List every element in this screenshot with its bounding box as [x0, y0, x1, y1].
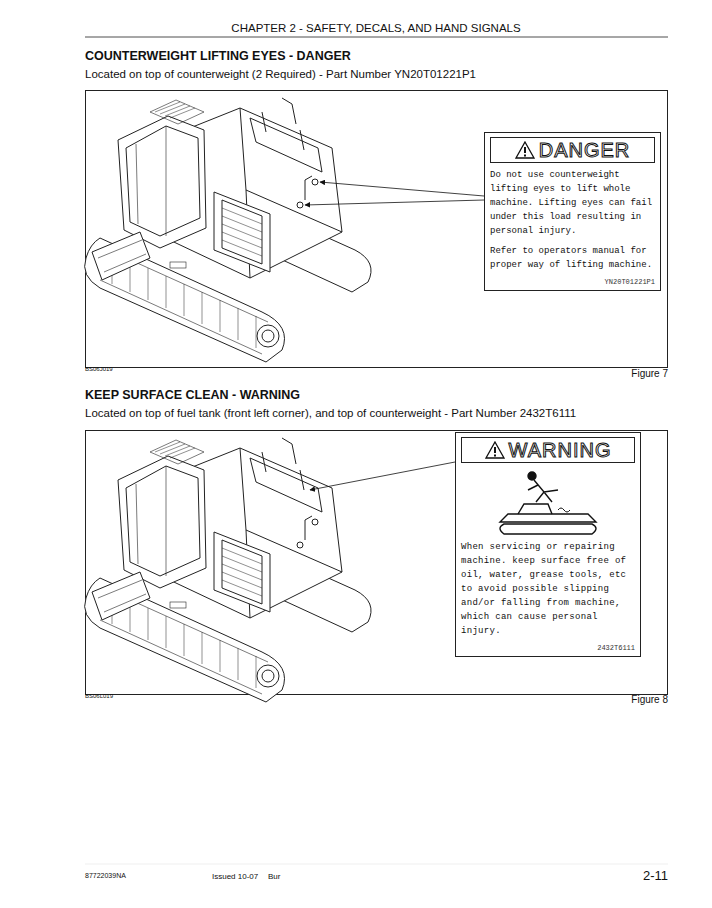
decal-part-number: YN20T01221P1 [490, 278, 655, 287]
decal-message: Do not use counterweight lifting eyes to… [490, 168, 655, 238]
slip-pictogram [488, 468, 608, 536]
safety-decal: WARNING When servicing or repairing machi… [455, 432, 641, 657]
section-heading: KEEP SURFACE CLEAN - WARNING [85, 388, 300, 402]
signal-word: DANGER [539, 139, 631, 161]
figure-code: BS06J019 [85, 366, 113, 372]
author-code: Bur [268, 872, 280, 881]
section-heading: COUNTERWEIGHT LIFTING EYES - DANGER [85, 49, 351, 63]
safety-decal: DANGER Do not use counterweight lifting e… [484, 132, 661, 291]
figure-number: Figure 7 [631, 368, 668, 379]
location-note: Located on top of counterweight (2 Requi… [85, 68, 476, 80]
alert-triangle [515, 141, 535, 159]
location-note: Located on top of fuel tank (front left … [85, 407, 576, 419]
alert-triangle [485, 441, 505, 459]
decal-message: When servicing or repairing machine. kee… [461, 540, 635, 638]
decal-part-number: 2432T6111 [461, 644, 635, 653]
page-header: CHAPTER 2 - SAFETY, DECALS, AND HAND SIG… [231, 22, 520, 34]
page-number: 2-11 [643, 868, 668, 883]
signal-word: WARNING [509, 439, 612, 461]
decal-message: Refer to operators manual for proper way… [490, 244, 655, 272]
signal-word-band: DANGER [490, 137, 655, 163]
document-number: 87722039NA [85, 872, 126, 879]
figure-code: BS06L019 [85, 693, 113, 699]
signal-word-band: WARNING [461, 437, 635, 463]
figure-number: Figure 8 [631, 694, 668, 705]
issue-date: Issued 10-07 [212, 872, 258, 881]
